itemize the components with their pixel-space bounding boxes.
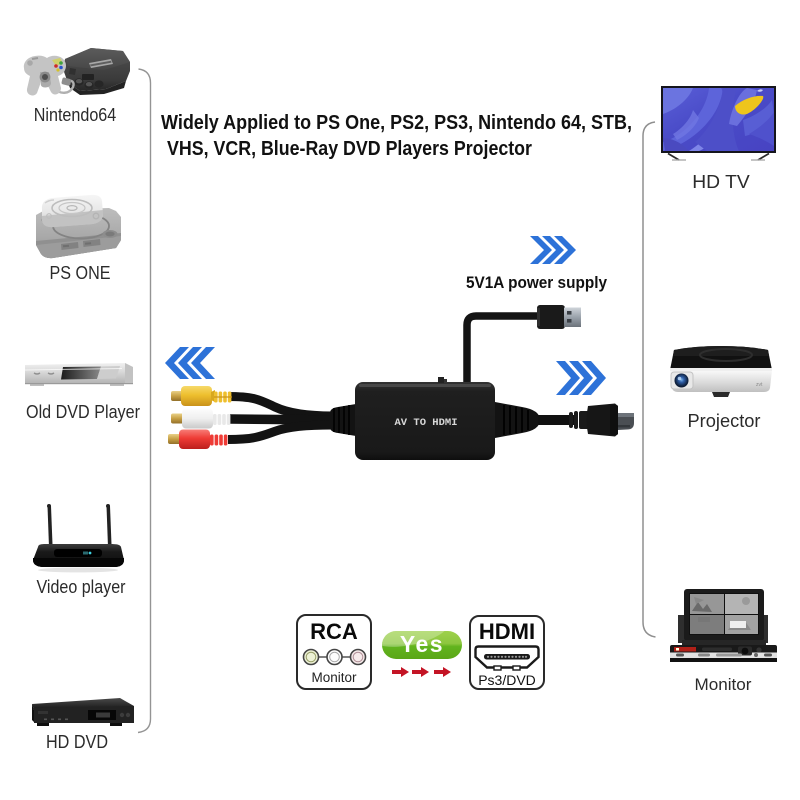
svg-text:AV TO HDMI: AV TO HDMI bbox=[394, 417, 457, 429]
svg-text:zvt: zvt bbox=[756, 382, 763, 388]
